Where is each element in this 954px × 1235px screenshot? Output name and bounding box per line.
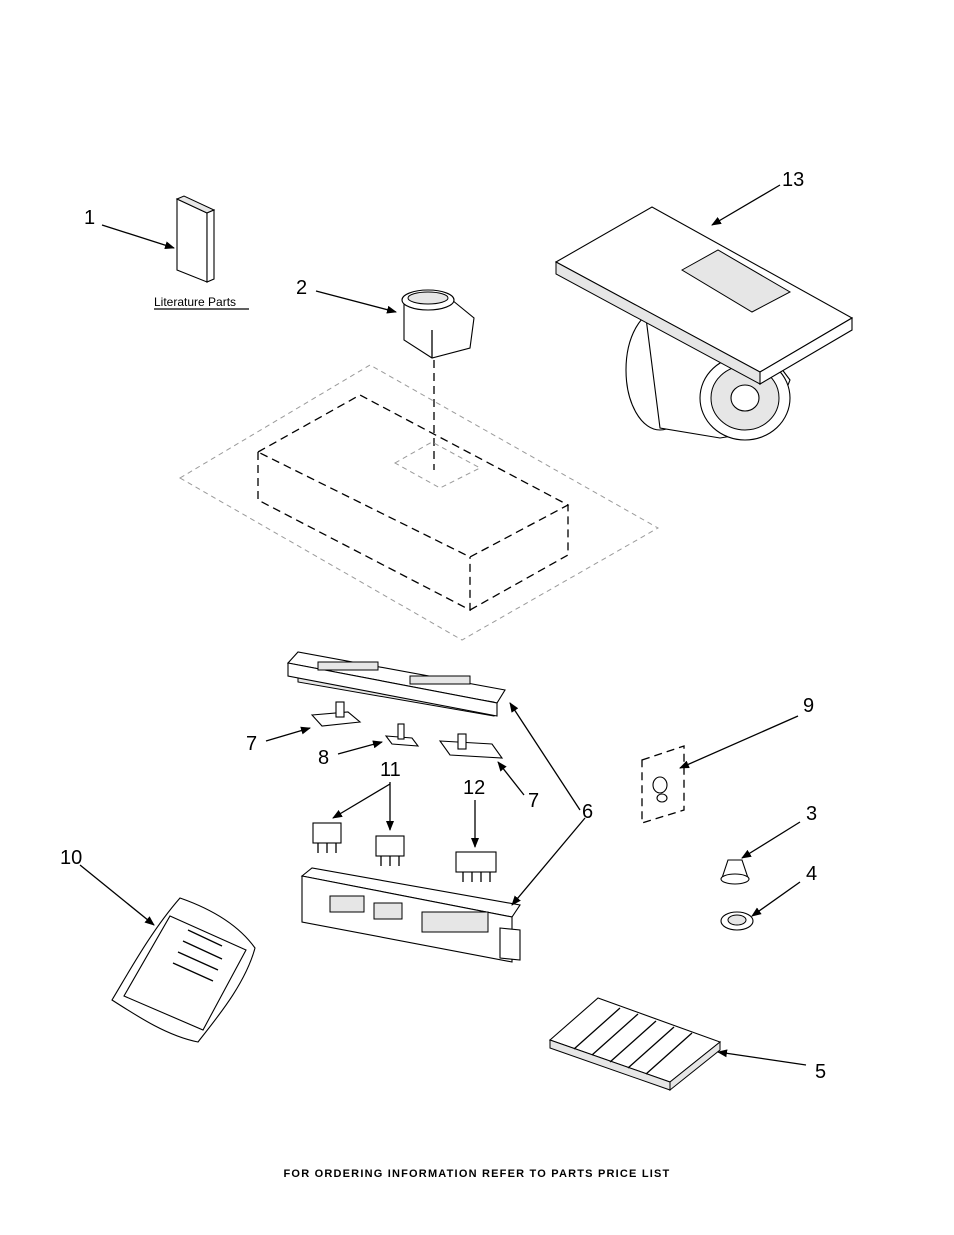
callout-10: 10 [60, 847, 82, 869]
light-bulb[interactable] [720, 859, 750, 885]
callout-9: 9 [803, 695, 814, 717]
hood-body-outline [179, 364, 660, 641]
knob-left[interactable] [310, 701, 362, 727]
callout-3: 3 [806, 803, 817, 825]
light-socket[interactable] [641, 745, 685, 824]
leader-lines [79, 184, 807, 1066]
literature-booklet[interactable] [175, 195, 216, 283]
literature-parts-label: Literature Parts [154, 295, 236, 309]
grease-filter[interactable] [548, 997, 722, 1092]
callout-6: 6 [582, 801, 593, 823]
callout-7-right: 7 [528, 790, 539, 812]
callout-12: 12 [463, 777, 485, 799]
blower-assembly[interactable] [554, 206, 854, 441]
switch-left[interactable] [312, 822, 342, 853]
callout-8: 8 [318, 747, 329, 769]
control-housing-bottom[interactable] [300, 867, 521, 963]
callout-11: 11 [380, 759, 401, 781]
callout-13: 13 [782, 169, 804, 191]
ordering-information-footer: FOR ORDERING INFORMATION REFER TO PARTS … [283, 1168, 671, 1180]
callout-2: 2 [296, 277, 307, 299]
small-knob[interactable] [384, 723, 420, 747]
callout-1: 1 [84, 207, 95, 229]
callout-4: 4 [806, 863, 817, 885]
callout-5: 5 [815, 1061, 826, 1083]
light-lens[interactable] [720, 911, 754, 931]
switch-center[interactable] [375, 835, 405, 866]
knob-right[interactable] [438, 733, 504, 759]
callout-7-left: 7 [246, 733, 257, 755]
damper-transition[interactable] [401, 289, 475, 359]
use-and-care-guide[interactable] [111, 897, 256, 1043]
control-housing-top[interactable] [286, 651, 506, 717]
switch-right[interactable] [455, 851, 497, 882]
